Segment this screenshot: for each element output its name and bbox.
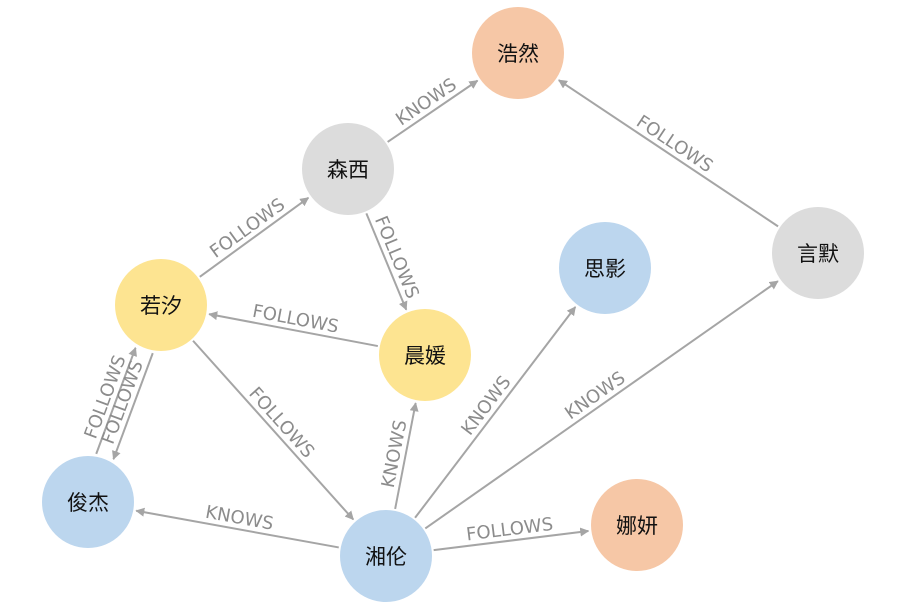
edge-line <box>433 527 590 552</box>
node-circle[interactable] <box>340 510 432 602</box>
edge-xianglun-to-nayan: FOLLOWS <box>433 514 590 552</box>
edge-line <box>192 340 355 521</box>
edge-ruoxi-to-senxi: FOLLOWS <box>199 194 310 278</box>
node-circle[interactable] <box>302 123 394 215</box>
edge-senxi-to-haoran: KNOWS <box>387 74 479 143</box>
edge-xianglun-to-chenyuan: KNOWS <box>378 402 419 510</box>
edge-line <box>558 79 779 228</box>
node-ruoxi[interactable]: 若汐 <box>115 259 207 351</box>
edge-senxi-to-chenyuan: FOLLOWS <box>365 212 423 311</box>
node-senxi[interactable]: 森西 <box>302 123 394 215</box>
edge-line <box>112 352 154 461</box>
node-label: 晨媛 <box>404 344 446 368</box>
node-label: 浩然 <box>497 42 539 66</box>
node-circle[interactable] <box>591 479 683 571</box>
edge-line <box>95 346 137 455</box>
node-circle[interactable] <box>559 222 651 314</box>
edge-line <box>135 507 339 549</box>
node-circle[interactable] <box>772 207 864 299</box>
edge-line <box>199 197 310 278</box>
edge-line <box>394 402 419 510</box>
node-yanmo[interactable]: 言默 <box>772 207 864 299</box>
edge-label: FOLLOWS <box>632 111 716 177</box>
node-label: 娜妍 <box>616 514 658 538</box>
node-label: 俊杰 <box>67 491 109 515</box>
edge-yanmo-to-haoran: FOLLOWS <box>558 79 779 228</box>
edge-label: KNOWS <box>457 372 515 439</box>
node-chenyuan[interactable]: 晨媛 <box>379 309 471 401</box>
node-circle[interactable] <box>42 456 134 548</box>
node-siying[interactable]: 思影 <box>559 222 651 314</box>
edge-xianglun-to-junjie: KNOWS <box>135 502 339 549</box>
edge-chenyuan-to-ruoxi: FOLLOWS <box>208 301 379 348</box>
edge-label: KNOWS <box>561 367 629 424</box>
node-circle[interactable] <box>115 259 207 351</box>
node-circle[interactable] <box>472 7 564 99</box>
edge-ruoxi-to-xianglun: FOLLOWS <box>192 340 355 521</box>
edge-label: KNOWS <box>392 74 461 130</box>
node-label: 森西 <box>327 158 369 182</box>
node-haoran[interactable]: 浩然 <box>472 7 564 99</box>
node-label: 言默 <box>797 242 839 266</box>
edge-label: FOLLOWS <box>244 383 318 462</box>
node-label: 湘伦 <box>365 545 407 569</box>
edge-label: FOLLOWS <box>251 301 341 338</box>
node-label: 思影 <box>584 257 626 281</box>
edge-line <box>424 280 779 530</box>
node-xianglun[interactable]: 湘伦 <box>340 510 432 602</box>
edge-label: FOLLOWS <box>206 194 289 262</box>
edge-line <box>365 212 408 311</box>
node-label: 若汐 <box>140 294 182 318</box>
edge-line <box>208 311 379 348</box>
node-nayan[interactable]: 娜妍 <box>591 479 683 571</box>
edge-line <box>387 79 479 143</box>
node-junjie[interactable]: 俊杰 <box>42 456 134 548</box>
edge-line <box>414 306 577 519</box>
node-circle[interactable] <box>379 309 471 401</box>
